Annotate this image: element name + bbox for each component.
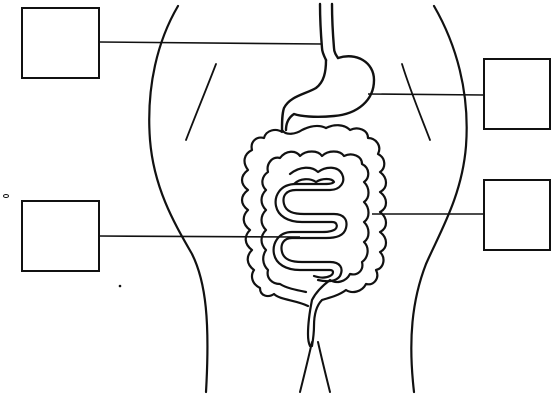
label-box-stomach[interactable] <box>484 59 550 129</box>
stomach <box>282 56 374 134</box>
duodenum <box>282 126 326 134</box>
label-box-small-intestine[interactable] <box>22 201 99 271</box>
speck-lower <box>119 285 122 288</box>
torso-left-side <box>149 6 207 392</box>
right-rib-line <box>402 64 430 140</box>
torso-right-side <box>411 6 466 392</box>
esophagus-left-wall <box>320 4 326 60</box>
label-box-large-intestine[interactable] <box>484 180 550 250</box>
large-intestine <box>242 125 386 346</box>
left-thigh-line <box>300 342 312 392</box>
leader-line-esophagus <box>99 42 322 44</box>
speck-left <box>4 195 9 198</box>
label-box-esophagus[interactable] <box>22 8 99 78</box>
right-thigh-line <box>318 342 330 392</box>
small-intestine <box>274 168 347 281</box>
left-rib-line <box>186 64 216 140</box>
stomach-outer-curve <box>286 56 374 130</box>
esophagus-right-wall <box>332 4 338 58</box>
label-boxes <box>22 8 550 271</box>
leader-line-stomach <box>368 94 484 95</box>
leader-line-small-intestine <box>99 236 300 237</box>
leader-lines <box>99 42 484 237</box>
esophagus <box>320 4 338 60</box>
colon-outer-wall <box>242 125 386 346</box>
